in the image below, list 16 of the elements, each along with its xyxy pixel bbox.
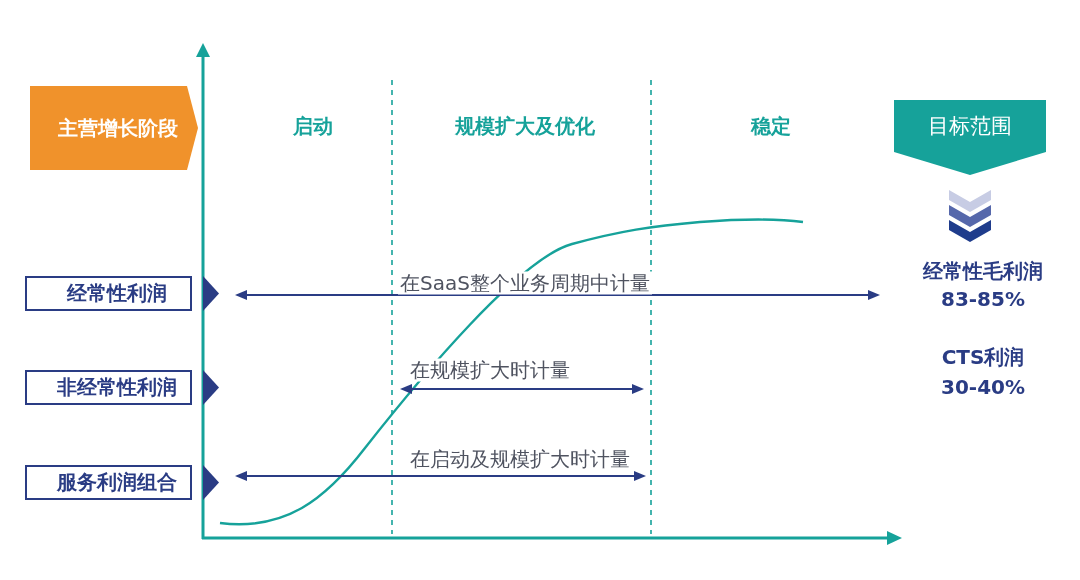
metric-value: 83-85%	[941, 286, 1025, 313]
category-box: 非经常性利润	[25, 370, 192, 405]
metric-value: 30-40%	[941, 375, 1025, 399]
metric-name: 经常性毛利润	[923, 258, 1043, 285]
span-label: 在启动及规模扩大时计量	[408, 447, 632, 471]
metric-name: CTS利润	[941, 345, 1025, 369]
target-banner: 目标范围	[894, 100, 1046, 175]
category-box: 经常性利润	[25, 276, 192, 311]
phase-label: 规模扩大及优化	[455, 114, 595, 138]
span-label: 在SaaS整个业务周期中计量	[398, 271, 652, 295]
span-label: 在规模扩大时计量	[408, 358, 572, 382]
phase-label: 稳定	[751, 114, 791, 138]
stage-banner: 主营增长阶段	[30, 86, 198, 170]
phase-label: 启动	[293, 114, 333, 138]
chevron-arrow	[949, 190, 991, 242]
category-box: 服务利润组合	[25, 465, 192, 500]
